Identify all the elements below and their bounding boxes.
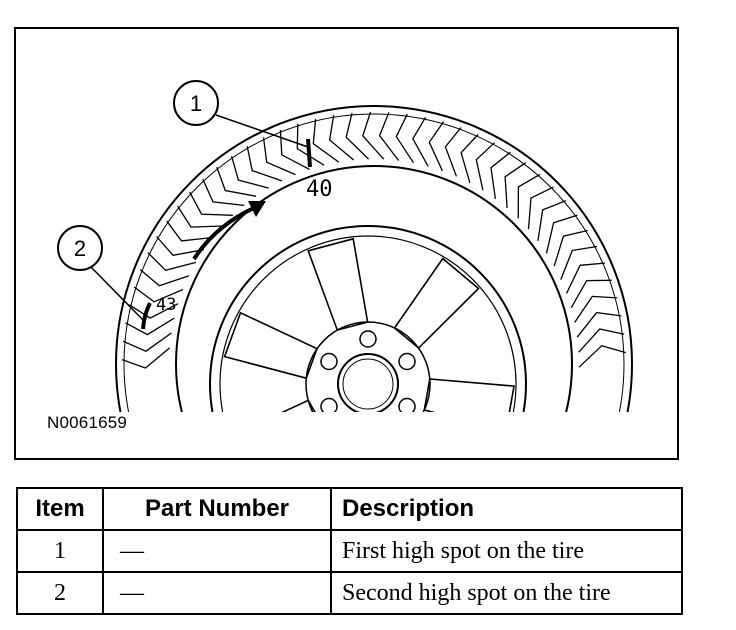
tread-groove — [312, 118, 340, 163]
tread-groove — [279, 129, 310, 170]
tire-diagram: 40 43 1 2 — [57, 80, 633, 437]
rotation-arrow-icon — [192, 201, 266, 261]
tread-groove — [202, 178, 245, 207]
tread-groove — [444, 127, 462, 177]
wheel-rim — [209, 225, 527, 412]
tread-groove — [189, 191, 233, 216]
wheel-spoke — [393, 257, 480, 350]
tread-groove — [128, 303, 179, 319]
callout-1: 1 — [173, 80, 219, 126]
tread-groove — [560, 245, 598, 280]
lug-nut — [320, 397, 338, 412]
tread-groove — [147, 252, 197, 272]
tread-groove — [412, 116, 429, 167]
tread-groove — [460, 134, 479, 183]
row-item: 2 — [16, 571, 104, 615]
header-description: Description — [330, 487, 683, 531]
wheel-spoke — [423, 378, 515, 412]
tread-groove — [230, 155, 269, 189]
tread-groove — [527, 186, 554, 230]
tread-groove — [133, 286, 184, 303]
tread-groove — [362, 111, 385, 160]
figure-id: N0061659 — [47, 413, 128, 432]
lug-nuts — [320, 330, 416, 437]
tread-groove — [578, 344, 626, 368]
tread-groove — [395, 113, 415, 164]
legend-header-row: Item Part Number Description — [16, 487, 683, 531]
wheel-spoke — [307, 237, 369, 332]
tread-groove — [517, 173, 541, 219]
tire — [115, 105, 633, 412]
wheel-spoke — [281, 399, 316, 412]
tread-groove — [576, 311, 622, 338]
lug-nut — [360, 421, 376, 437]
tread-groove — [490, 151, 511, 199]
wheel-spoke — [223, 311, 319, 380]
callout-2-label: 2 — [74, 236, 86, 261]
figure-frame: 40 43 1 2 N0061659 — [14, 27, 679, 460]
tread-groove — [216, 166, 257, 197]
tread-groove — [262, 137, 296, 176]
tread-groove — [378, 112, 400, 161]
wheel-spokes — [223, 237, 515, 412]
table-row: 1 — First high spot on the tire — [16, 529, 683, 573]
tread-groove — [139, 269, 190, 287]
tread-groove — [345, 112, 370, 160]
lug-nut — [398, 397, 416, 412]
tread-groove — [578, 328, 625, 353]
tread-groove — [565, 262, 605, 294]
tread-groove — [574, 295, 618, 323]
header-part-number: Part Number — [102, 487, 332, 531]
tread-groove — [125, 317, 175, 336]
tread-groove — [570, 279, 612, 309]
lug-nut — [320, 352, 338, 371]
tread-groove — [553, 229, 588, 267]
row-description: Second high spot on the tire — [330, 571, 683, 615]
tread-groove — [177, 205, 223, 228]
row-part-number: — — [102, 571, 332, 615]
tire-mark-40: 40 — [306, 177, 333, 202]
tire-mark-43: 43 — [156, 295, 176, 315]
tread-groove — [428, 121, 445, 172]
tread-groove — [122, 332, 172, 352]
tread-groove — [121, 347, 171, 369]
callout-2-leader — [90, 266, 146, 323]
lug-nut — [359, 330, 377, 348]
row-part-number: — — [102, 529, 332, 573]
table-row: 2 — Second high spot on the tire — [16, 571, 683, 615]
tread-groove — [504, 162, 527, 209]
header-item: Item — [16, 487, 104, 531]
tread-groove — [296, 123, 325, 166]
tread-groove — [475, 142, 496, 191]
callout-1-label: 1 — [190, 91, 202, 116]
tread-groove — [156, 236, 204, 257]
callout-2: 2 — [57, 225, 103, 271]
high-spot-mark-1 — [306, 138, 312, 168]
high-spot-mark-2 — [141, 302, 152, 330]
legend-table: Item Part Number Description 1 — First h… — [16, 487, 683, 615]
tread-groove — [246, 146, 283, 182]
lug-nut — [398, 352, 416, 371]
tread-groove — [537, 200, 567, 241]
tread-groove — [545, 214, 578, 254]
tread-groove — [166, 220, 213, 242]
row-item: 1 — [16, 529, 104, 573]
tire-tread — [121, 111, 626, 369]
tread-groove — [328, 115, 355, 161]
row-description: First high spot on the tire — [330, 529, 683, 573]
callout-1-leader — [215, 114, 309, 148]
